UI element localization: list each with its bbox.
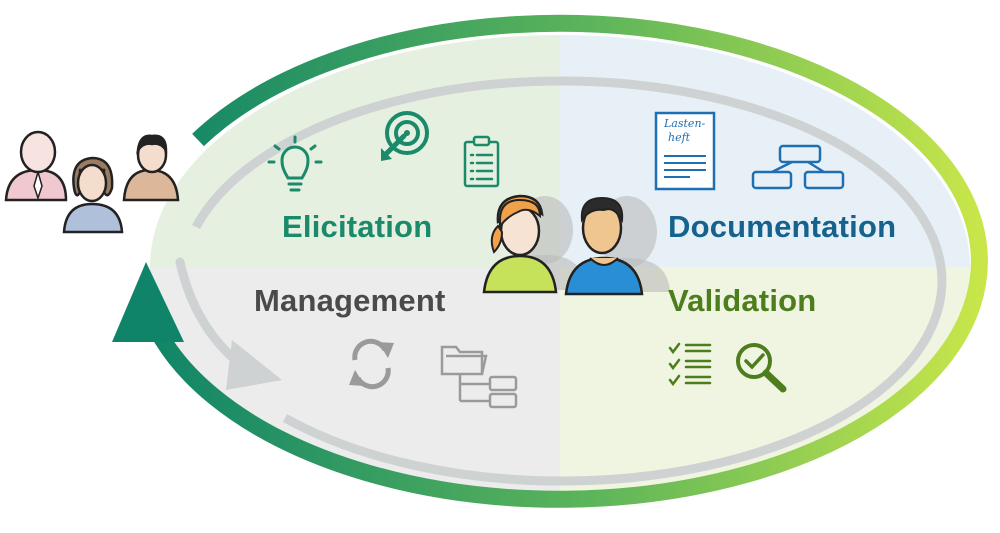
lightbulb-icon xyxy=(267,135,323,192)
stakeholder-group-icon xyxy=(4,130,180,234)
requirements-engineers-icon xyxy=(482,194,670,296)
elicitation-label: Elicitation xyxy=(282,209,433,244)
validation-label: Validation xyxy=(668,283,817,318)
document-icon-text-line2: heft xyxy=(668,131,691,144)
inner-ring-arrowhead xyxy=(226,340,282,390)
folder-tree-icon xyxy=(440,345,518,409)
documentation-label: Documentation xyxy=(668,209,897,244)
document-icon xyxy=(654,111,716,191)
inner-cycle-ring xyxy=(175,76,947,486)
management-label: Management xyxy=(254,283,446,318)
target-icon xyxy=(381,111,429,161)
outer-cycle-arrow xyxy=(112,14,988,508)
hierarchy-icon xyxy=(751,144,845,190)
refresh-icon xyxy=(349,338,394,390)
clipboard-icon xyxy=(463,135,500,188)
checklist-icon xyxy=(668,342,712,387)
document-icon-text-line1: Lasten- xyxy=(664,117,706,130)
magnifier-check-icon xyxy=(736,343,787,393)
outer-cycle-arrowhead xyxy=(112,262,184,342)
